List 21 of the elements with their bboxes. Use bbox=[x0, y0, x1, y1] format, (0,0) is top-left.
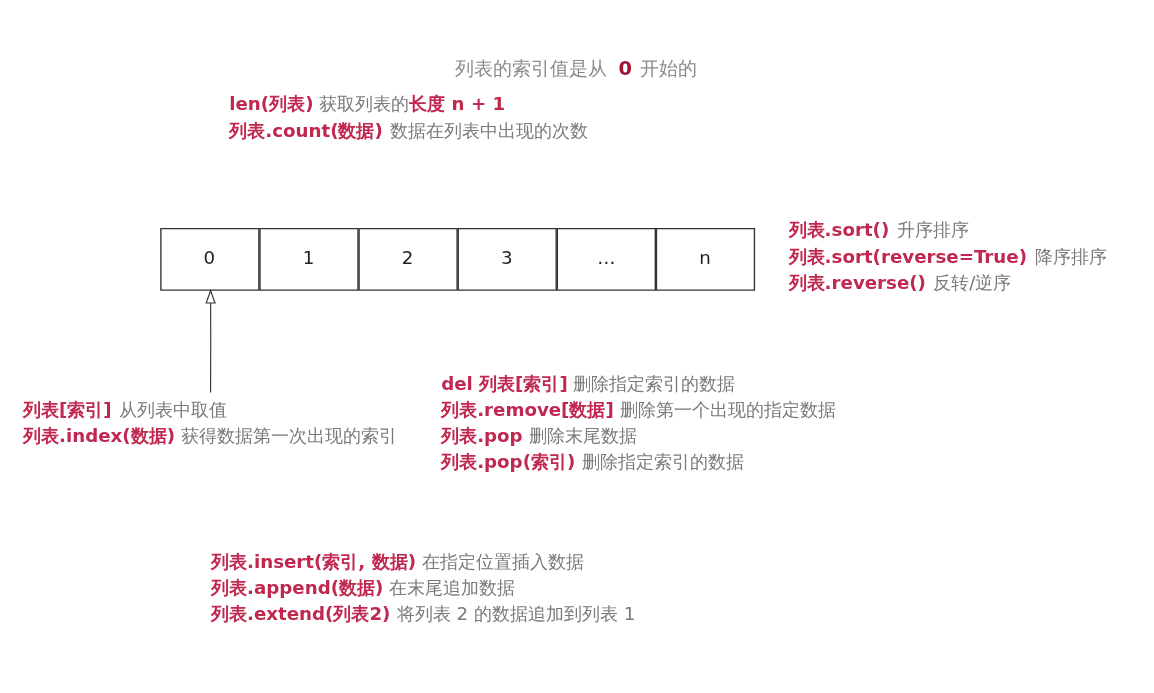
label: 列表.remove[数据] 删除第一个出现的指定数据 bbox=[441, 398, 837, 420]
label: 列表.reverse() 反转/逆序 bbox=[788, 271, 1012, 293]
label: 列表.pop(索引) 删除指定索引的数据 bbox=[441, 451, 745, 473]
arrow bbox=[205, 288, 216, 394]
label: del 列表[索引] 删除指定索引的数据 bbox=[441, 372, 736, 394]
node-box: … bbox=[556, 227, 656, 291]
label: 列表.count(数据) 数据在列表中出现的次数 bbox=[229, 119, 588, 141]
node-box: 2 bbox=[358, 227, 458, 291]
node-box: 1 bbox=[259, 227, 359, 291]
label: 列表.extend(列表2) 将列表 2 的数据追加到列表 1 bbox=[211, 603, 636, 625]
diagram-title: 列表的索引值是从 0 开始的 bbox=[454, 57, 698, 81]
label: 列表.append(数据) 在末尾追加数据 bbox=[211, 577, 515, 599]
label: 列表.pop 删除末尾数据 bbox=[441, 424, 637, 446]
label: len(列表) 获取列表的长度 n + 1 bbox=[229, 93, 506, 115]
node-box: 3 bbox=[457, 227, 557, 291]
node-text: 列表[索引] 从列表中取值 列表.index(数据) 获得数据第一次出现的索引 bbox=[23, 398, 398, 446]
node-box: 0 bbox=[160, 227, 260, 291]
label: 列表.sort(reverse=True) 降序排序 bbox=[788, 245, 1107, 267]
node-box: n bbox=[655, 227, 756, 291]
label: 列表.insert(索引, 数据) 在指定位置插入数据 bbox=[211, 550, 584, 572]
label: 列表.sort() 升序排序 bbox=[788, 219, 969, 241]
